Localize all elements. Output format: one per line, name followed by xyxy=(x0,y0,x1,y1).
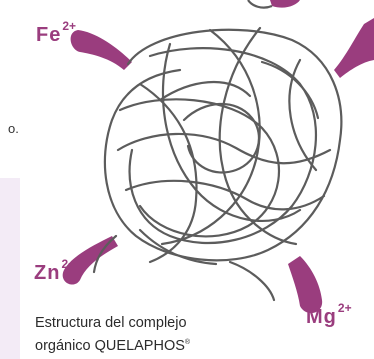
ligand-arm-bottom-right xyxy=(288,256,323,314)
ion-zn-charge: 2+ xyxy=(61,257,76,271)
coil-top-fragment xyxy=(247,0,273,9)
ion-fe: Fe2+ xyxy=(36,19,76,47)
side-panel xyxy=(0,178,20,359)
text-fragment: o. xyxy=(8,121,19,136)
ion-mg-symbol: Mg xyxy=(306,306,337,328)
ligand-arm-top xyxy=(270,0,300,8)
ion-fe-symbol: Fe xyxy=(36,24,62,46)
protein-coil xyxy=(92,26,343,302)
registered-mark: ® xyxy=(184,339,191,346)
ion-mg-charge: 2+ xyxy=(337,301,352,315)
ion-zn-symbol: Zn xyxy=(34,262,61,284)
ion-zn: Zn2+ xyxy=(34,257,75,285)
caption-product-name: orgánico QUELAPHOS xyxy=(35,337,185,354)
ligand-arm-top-left xyxy=(70,30,132,70)
ligand-arm-top-right xyxy=(334,18,374,78)
caption-line-2: orgánico QUELAPHOS® xyxy=(35,333,190,356)
ligand-arms xyxy=(62,0,374,314)
diagram-caption: Estructura del complejo orgánico QUELAPH… xyxy=(35,314,190,356)
caption-line-1: Estructura del complejo xyxy=(35,315,187,331)
ion-mg: Mg2+ xyxy=(306,301,352,329)
ion-fe-charge: 2+ xyxy=(62,19,77,33)
